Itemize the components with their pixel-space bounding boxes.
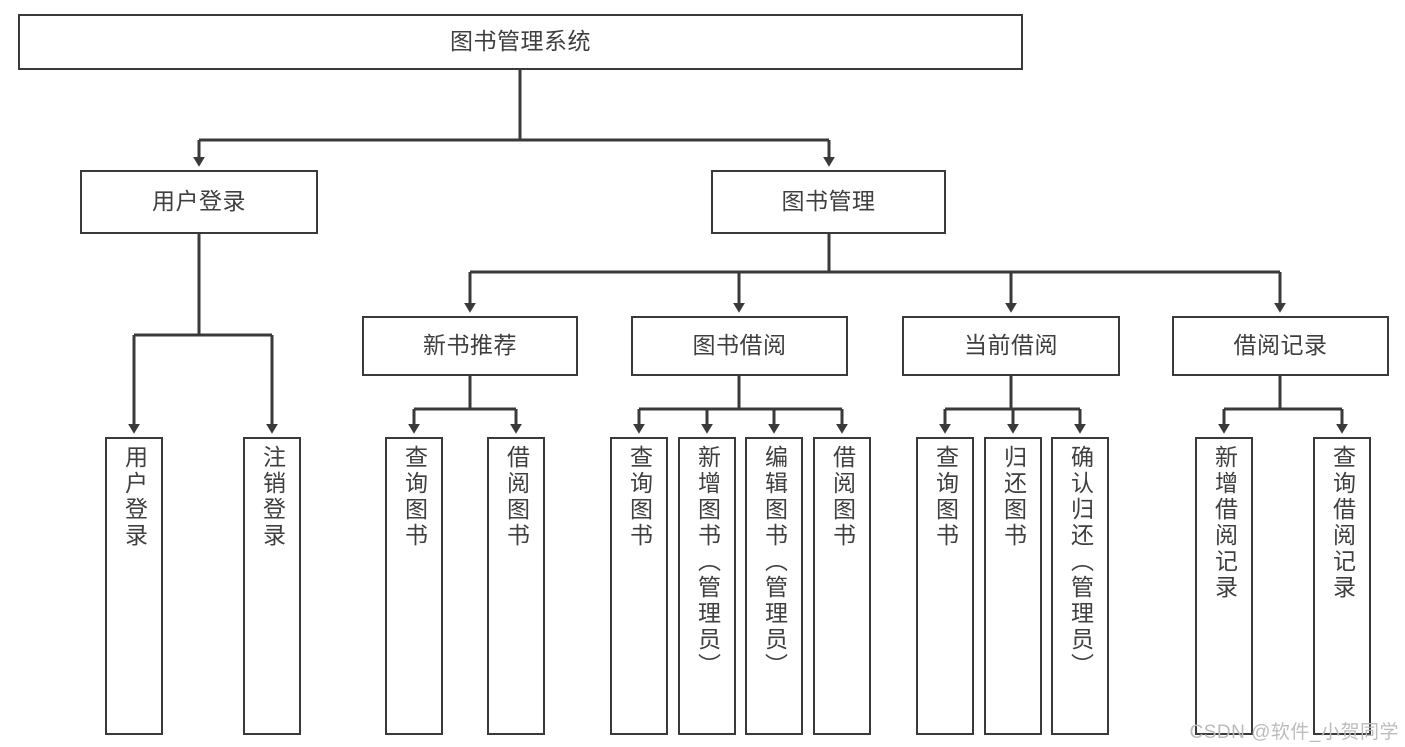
node-borrow-record-label: 借阅记录	[1233, 332, 1328, 359]
node-leaf-add-book-label: 新增图书（管理员）	[694, 445, 721, 679]
node-leaf-add-borrow-record[interactable]: 新增借阅记录	[1195, 437, 1253, 735]
node-user-login[interactable]: 用户登录	[80, 170, 318, 234]
node-root[interactable]: 图书管理系统	[18, 14, 1023, 70]
node-book-borrow[interactable]: 图书借阅	[631, 316, 848, 376]
node-borrow-record[interactable]: 借阅记录	[1172, 316, 1389, 376]
node-leaf-query-book-current[interactable]: 查询图书	[916, 437, 974, 735]
node-leaf-confirm-return[interactable]: 确认归还（管理员）	[1051, 437, 1109, 735]
node-leaf-edit-book[interactable]: 编辑图书（管理员）	[745, 437, 803, 735]
node-leaf-query-book-current-label: 查询图书	[932, 445, 959, 549]
node-leaf-query-book-borrow-label: 查询图书	[626, 445, 653, 549]
node-leaf-query-book-recommend-label: 查询图书	[401, 445, 428, 549]
node-book-borrow-label: 图书借阅	[692, 332, 787, 359]
node-leaf-user-logout[interactable]: 注销登录	[243, 437, 301, 735]
node-leaf-borrow-book-label: 借阅图书	[829, 445, 856, 549]
node-new-book-recommend[interactable]: 新书推荐	[362, 316, 578, 376]
node-root-label: 图书管理系统	[450, 28, 591, 55]
node-new-book-recommend-label: 新书推荐	[423, 332, 517, 359]
node-leaf-user-logout-label: 注销登录	[259, 445, 286, 549]
node-leaf-query-book-borrow[interactable]: 查询图书	[610, 437, 668, 735]
node-leaf-borrow-book-recommend-label: 借阅图书	[503, 445, 530, 549]
node-leaf-return-book-label: 归还图书	[1000, 445, 1027, 549]
node-current-borrow[interactable]: 当前借阅	[902, 316, 1120, 376]
node-leaf-query-book-recommend[interactable]: 查询图书	[385, 437, 443, 735]
node-leaf-borrow-book[interactable]: 借阅图书	[813, 437, 871, 735]
node-leaf-user-login-label: 用户登录	[121, 445, 148, 549]
node-leaf-query-borrow-record-label: 查询借阅记录	[1329, 445, 1356, 601]
node-leaf-return-book[interactable]: 归还图书	[984, 437, 1042, 735]
node-leaf-user-login[interactable]: 用户登录	[105, 437, 163, 735]
node-book-management-label: 图书管理	[781, 188, 876, 215]
node-leaf-add-book[interactable]: 新增图书（管理员）	[678, 437, 736, 735]
node-current-borrow-label: 当前借阅	[964, 332, 1058, 359]
node-leaf-confirm-return-label: 确认归还（管理员）	[1067, 445, 1094, 679]
node-user-login-label: 用户登录	[152, 188, 246, 215]
node-leaf-edit-book-label: 编辑图书（管理员）	[761, 445, 788, 679]
node-leaf-borrow-book-recommend[interactable]: 借阅图书	[487, 437, 545, 735]
node-book-management[interactable]: 图书管理	[711, 170, 946, 234]
node-leaf-query-borrow-record[interactable]: 查询借阅记录	[1313, 437, 1371, 735]
node-leaf-add-borrow-record-label: 新增借阅记录	[1211, 445, 1238, 601]
